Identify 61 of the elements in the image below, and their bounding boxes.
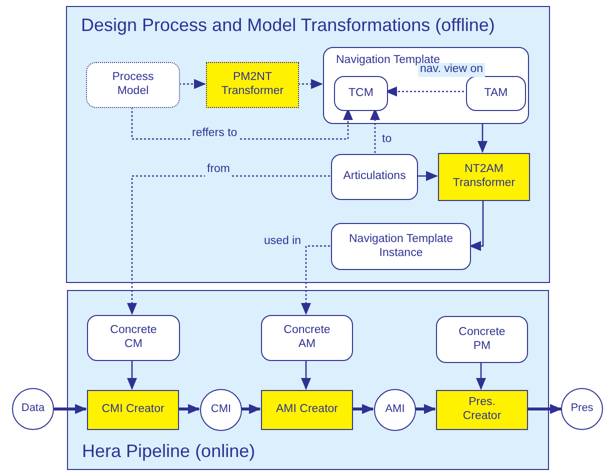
model-box [331, 154, 418, 200]
node-label: Process Model [111, 71, 155, 99]
dotted-arrow [370, 108, 380, 153]
arrow [415, 404, 436, 414]
panel-title: Hera Pipeline (online) [82, 441, 256, 463]
arrow [527, 404, 562, 414]
node-label: Navigation Template [336, 54, 440, 66]
node-label: Concrete CM [109, 324, 158, 352]
node-label: Navigation Template Instance [348, 232, 454, 260]
dotted-arrow [179, 79, 206, 89]
node-label: Concrete PM [458, 326, 506, 354]
model-box [261, 315, 353, 361]
node-label: CMI Creator [102, 403, 164, 417]
node-label: TAM [484, 86, 508, 100]
node-label: NT2AM Transformer [452, 163, 516, 191]
group-panel [66, 6, 550, 283]
node-label: AMI [385, 403, 405, 417]
node-label: PM2NT Transformer [220, 71, 285, 99]
model-box [86, 62, 180, 108]
transformer-box [206, 62, 299, 108]
container-box [323, 47, 529, 124]
arrow [54, 404, 87, 414]
dotted-arrow [127, 175, 330, 315]
node-label: Concrete AM [282, 324, 332, 352]
node-label: CMI [210, 403, 232, 417]
transformer-box [438, 153, 530, 201]
dotted-arrow [298, 79, 323, 89]
node-label: Articulations [343, 170, 406, 184]
arrow [469, 200, 484, 251]
model-box [466, 76, 526, 111]
edge-label: reffers to [190, 127, 240, 141]
node-label: Pres. Creator [462, 396, 502, 424]
data-circle [561, 388, 603, 430]
panel-title: Design Process and Model Transformations (offline) [81, 15, 495, 37]
data-circle [374, 389, 416, 431]
arrow [301, 360, 311, 390]
model-box [331, 223, 471, 270]
arrow [127, 360, 137, 390]
transformer-box [261, 390, 353, 430]
data-circle [12, 388, 54, 430]
dotted-arrow [301, 245, 330, 315]
edge-label: nav. view on [418, 63, 486, 77]
group-panel [67, 290, 549, 470]
model-box [436, 316, 528, 363]
arrow [478, 123, 488, 153]
arrow [241, 404, 261, 414]
arrow [178, 404, 200, 414]
arrow [352, 404, 374, 414]
node-label: TCM [348, 86, 374, 100]
arrow [417, 171, 438, 181]
arrow [476, 362, 486, 390]
transformer-box [436, 390, 528, 430]
node-label: AMI Creator [276, 403, 338, 417]
transformer-box [87, 390, 179, 430]
node-label: Data [21, 402, 45, 416]
model-box [334, 76, 388, 111]
edge-label: from [205, 163, 232, 177]
model-box [87, 315, 180, 361]
data-circle [200, 389, 242, 431]
dotted-arrow [385, 86, 464, 96]
node-label: Pres [570, 402, 594, 416]
